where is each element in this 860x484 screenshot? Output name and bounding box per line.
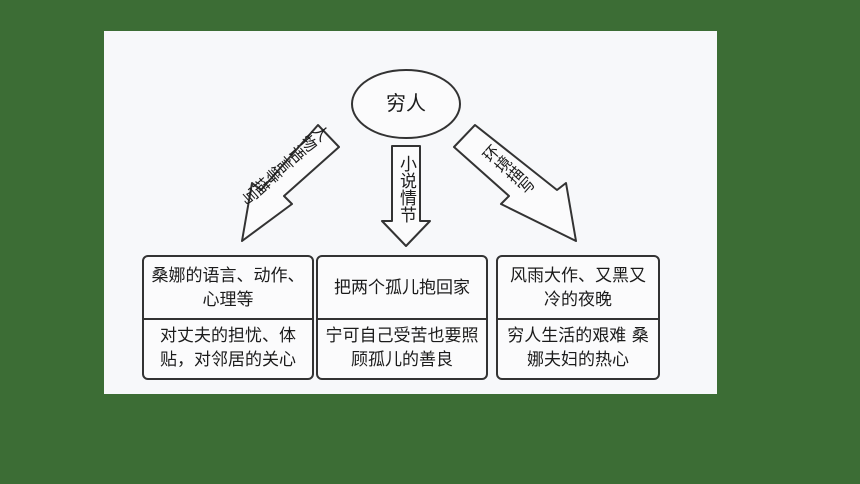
card-environment-top: 风雨大作、又黑又冷的夜晚 (510, 266, 646, 310)
card-plot-bottom: 宁可自己受苦也要照顾孤儿的善良 (325, 326, 479, 370)
middle-arrow-label: 小说情节 (396, 155, 417, 223)
diagram-panel: 穷人 人物语言等描写 小说情节 环境描写 桑娜的语言、动作、心理等 对丈夫的担忧… (104, 31, 717, 394)
card-environment-bottom: 穷人生活的艰难 桑娜夫妇的热心 (507, 326, 649, 370)
card-character-divider (144, 318, 312, 320)
card-character-top: 桑娜的语言、动作、心理等 (151, 266, 305, 310)
card-environment: 风雨大作、又黑又冷的夜晚 穷人生活的艰难 桑娜夫妇的热心 (496, 255, 660, 380)
card-plot-top: 把两个孤儿抱回家 (334, 278, 470, 298)
left-arrow: 人物语言等描写 (236, 119, 340, 242)
card-environment-divider (498, 318, 658, 320)
card-plot: 把两个孤儿抱回家 宁可自己受苦也要照顾孤儿的善良 (316, 255, 488, 380)
card-character-bottom: 对丈夫的担忧、体贴，对邻居的关心 (160, 326, 296, 370)
center-ellipse (351, 69, 461, 139)
card-character: 桑娜的语言、动作、心理等 对丈夫的担忧、体贴，对邻居的关心 (142, 255, 314, 380)
diagram-canvas: 穷人 人物语言等描写 小说情节 环境描写 (236, 69, 577, 247)
center-label: 穷人 (386, 91, 426, 115)
right-arrow: 环境描写 (453, 124, 577, 242)
card-plot-divider (318, 318, 486, 320)
middle-arrow: 小说情节 (381, 145, 431, 247)
